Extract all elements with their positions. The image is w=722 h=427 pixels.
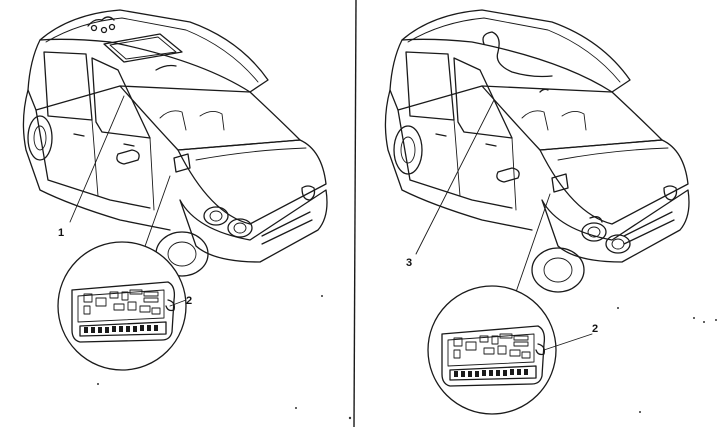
scan-specks [97, 295, 352, 420]
callout-2-label: 2 [186, 295, 192, 307]
callout-2-label: 2 [592, 323, 598, 335]
callout-1-label: 1 [58, 227, 64, 239]
panel-divider [353, 0, 357, 427]
leader-line-2 [169, 299, 187, 307]
right-panel: 3 [384, 9, 717, 415]
callout-3-label: 3 [406, 257, 412, 269]
leader-line-2 [543, 333, 593, 351]
fuse-box-magnifier [57, 241, 187, 371]
scan-specks [617, 307, 717, 413]
car-illustration [22, 9, 328, 277]
fuse-box-magnifier [427, 285, 557, 415]
leader-line-3 [415, 99, 495, 255]
leader-line-1 [69, 95, 125, 223]
magnifier-leader [515, 193, 551, 293]
car-illustration [384, 9, 690, 293]
left-panel: 1 [22, 9, 352, 420]
